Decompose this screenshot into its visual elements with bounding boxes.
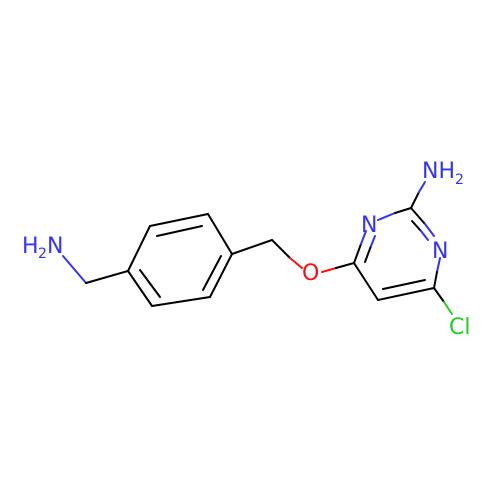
- atom-label-ring-n-right: N: [432, 239, 448, 264]
- bond-bz-inner-2: [202, 255, 222, 291]
- bond-amine-left-n-c: [62, 255, 87, 284]
- bond-pyr-c4-n3-black: [353, 243, 362, 264]
- atom-label-amine-left-n: N: [47, 234, 63, 259]
- bond-ring-ch2: [231, 239, 273, 255]
- bond-pyr-c2-n1-black: [410, 207, 426, 225]
- atom-label-amine-right-nh: NH: [422, 159, 455, 184]
- atom-label-chlorine: Cl: [449, 315, 470, 340]
- atom-label-oxygen: O: [302, 261, 319, 286]
- bond-bz-2: [149, 213, 209, 227]
- atom-labels-group: H 2 N NH 2 N N O Cl: [22, 159, 470, 340]
- bond-pyr-c5-c4: [353, 262, 379, 301]
- bond-pyr-c4-n3-blue: [360, 230, 367, 245]
- bond-pyr-c6-c5-inner: [382, 279, 426, 290]
- bond-pyr-c4-n3-inner-blue: [370, 235, 376, 247]
- atom-label-amine-right-sub: 2: [455, 172, 464, 188]
- bonds-group: [62, 181, 453, 315]
- bond-c6-cl-green: [443, 301, 453, 315]
- bond-o-c-red: [321, 267, 337, 273]
- bond-o-c: [335, 262, 355, 269]
- bond-pyr-c2-n1-inner-blue: [420, 230, 429, 241]
- bond-bz-3: [207, 213, 233, 255]
- bond-pyr-n1-c6-black: [433, 271, 438, 289]
- bond-pyr-c2-n1-inner-black: [411, 220, 422, 232]
- bond-bz-5: [151, 296, 211, 307]
- bond-bz-inner-3: [139, 269, 161, 298]
- atom-label-ring-n-top: N: [361, 213, 377, 238]
- bond-bz-inner-1: [156, 225, 203, 237]
- atom-label-amine-left-h: H: [22, 234, 39, 259]
- bond-bz-4: [209, 253, 233, 298]
- bond-ch2-o-red: [289, 257, 303, 269]
- bond-pyr-n3-c2-black: [394, 207, 412, 214]
- bond-pyr-c4-n3-inner-black: [364, 245, 372, 263]
- bond-pyr-c2-n1-blue: [424, 223, 435, 237]
- bond-pyr-n3-c2-blue: [377, 212, 396, 221]
- bond-pyr-n1-c6-blue: [436, 257, 441, 273]
- atom-label-amine-left-sub: 2: [38, 246, 47, 262]
- bond-pyr-c6-c5: [377, 287, 435, 301]
- bond-bz-6: [127, 270, 153, 307]
- bond-c2-nh2-black: [410, 191, 420, 209]
- bond-ch2-o: [271, 239, 291, 259]
- bond-c2-nh2-blue: [418, 181, 426, 193]
- bond-bz-1: [127, 225, 151, 272]
- bond-ch2-ring: [85, 270, 129, 284]
- bond-c6-cl-black: [433, 287, 445, 303]
